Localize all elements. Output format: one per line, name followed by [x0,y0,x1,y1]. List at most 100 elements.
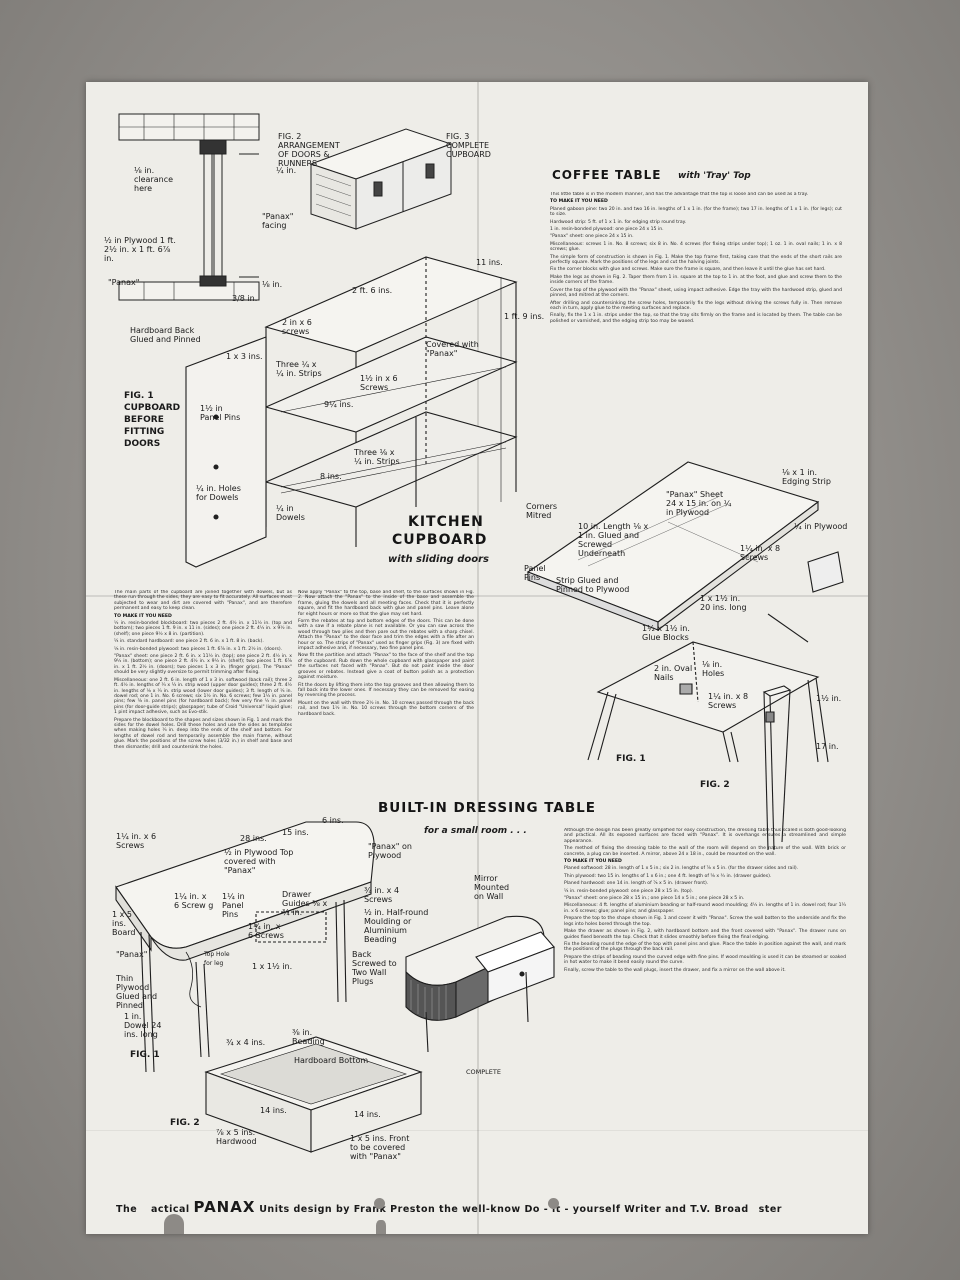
cupboard-subtitle: with sliding doors [388,554,489,565]
coffee-ply-label: ¼ in Plywood [794,522,848,531]
cupboard-text-col-1: The main parts of the cupboard are joine… [114,590,292,750]
cupboard-quarter-label: ¼ in. [276,166,297,175]
coffee-table-title: COFFEE TABLE [552,168,662,182]
cupboard-panel-pins-label: 1½ in Panel Pins [200,404,241,422]
dressing-panax-ply-label: "Panax" on Plywood [368,842,412,860]
cupboard-covered-label: Covered with "Panax" [426,340,479,358]
footer-rest-4: ster [758,1204,782,1215]
coffee-length-label: 10 in. Length ⅛ x 1 in. Glued and Screwe… [578,522,649,558]
fold-line-horizontal [86,595,868,597]
cupboard-three-eighths-label: 3/8 in. [232,294,258,303]
dressing-fig2-caption: FIG. 2 [170,1118,200,1128]
coffee-table-fig2-leg [746,682,806,852]
coffee-fig2-caption: FIG. 2 [700,780,730,790]
footer-rest-2: by Frank Preston the well-know [336,1204,521,1215]
footer-credit-line: The actical PANAX Units design by Frank … [116,1198,846,1216]
cupboard-dowels-label: ¼ in Dowels [276,504,305,522]
dressing-rail-label: 1 x 1½ in. [252,962,293,971]
dressing-panel-pins-label: 1¼ in Panel Pins [222,892,245,919]
cupboard-text-col-2: Now apply "Panax" to the top, base and s… [298,590,474,717]
dressing-table-fig2-drawer [196,1032,436,1172]
cupboard-depth-label: 11 ins. [476,258,503,267]
cupboard-panax-label: "Panax" [108,278,140,287]
cupboard-half-screws-label: 1½ in x 6 Screws [360,374,398,392]
dressing-back-screwed-label: Back Screwed to Two Wall Plugs [352,950,397,986]
dressing-top-label: ½ in Plywood Top covered with "Panax" [224,848,294,875]
instruction-sheet: FIG. 2 ARRANGEMENT OF DOORS & RUNNERS FI… [86,82,868,1234]
dressing-table-subtitle: for a small room . . . [424,826,527,836]
coffee-holes-label: ⅛ in. Holes [702,660,725,678]
coffee-screws-label: 1¼ in. x 8 Screws [740,544,781,562]
cupboard-eight-label: 8 ins. [320,472,342,481]
dressing-fourteen-a-label: 14 ins. [260,1106,287,1115]
cupboard-height-label: 1 ft. 9 ins. [504,312,545,321]
dressing-hardboard-bottom-label: Hardboard Bottom [294,1056,369,1065]
coffee-panax-sheet-label: "Panax" Sheet 24 x 15 in. on ¼ in Plywoo… [666,490,732,517]
footer-rest-1: Units design [259,1204,333,1215]
footer-rest-3: Do - it - yourself Writer and T.V. Broad [524,1204,749,1215]
dressing-three-four-label: ¾ x 4 ins. [226,1038,266,1047]
coffee-rail-label: 1 x 1½ in. 20 ins. long [700,594,747,612]
coffee-fig1-caption: FIG. 1 [616,754,646,764]
cupboard-length-label: 2 ft. 6 ins. [352,286,393,295]
cupboard-fig2-caption: FIG. 2 ARRANGEMENT OF DOORS & RUNNERS [278,132,340,168]
coffee-screws-2-label: 1¼ in. x 8 Screws [708,692,749,710]
coffee-glue-blocks-label: 1½ x 1½ in. Glue Blocks [642,624,690,642]
coffee-leg-length-label: 17 in. [816,742,839,751]
footer-brand: PANAX [193,1198,256,1216]
cupboard-rail-label: 1 x 3 ins. [226,352,263,361]
dressing-six-label: 6 ins. [322,816,344,825]
coffee-corners-label: Corners Mitred [526,502,558,520]
dressing-screws-4-label: ¾ in. x 4 Screws [364,886,400,904]
coffee-table-subtitle: with 'Tray' Top [678,171,751,181]
paper-tear-left [164,1214,184,1234]
dressing-half-round-label: ½ in. Half-round Moulding or Aluminium B… [364,908,429,944]
dressing-drawer-guides-label: Drawer Guides ⅝ x ¾ in. [282,890,328,917]
dressing-beading-label: ⅜ in. Beading [292,1028,325,1046]
coffee-edging-strip-label: ⅛ x 1 in. Edging Strip [782,468,831,486]
dressing-table-title: BUILT-IN DRESSING TABLE [378,800,596,816]
footer-lead: The [116,1204,138,1215]
dressing-screws-6b-label: 1¼ in. x 6 Screws [248,922,284,940]
dressing-table-complete-drawing [396,902,556,1062]
coffee-panel-pins-label: Panel Pins [524,564,546,582]
cupboard-plywood-label: ½ in Plywood 1 ft. 2½ in. x 1 ft. 6⅞ in. [104,236,176,263]
dressing-mirror-label: Mirror Mounted on Wall [474,874,510,901]
dressing-depth-label: 15 ins. [282,828,309,837]
coffee-strip-glued-label: Strip Glued and Pinned to Plywood [556,576,630,594]
cupboard-clearance-label: ⅛ in. clearance here [134,166,174,193]
cupboard-fig3-complete [306,124,456,234]
cupboard-fig1-frame [186,237,516,567]
dressing-table-text: Although the design has been greatly sim… [564,828,846,973]
paper-tear-center [376,1220,386,1234]
dressing-complete-label: COMPLETE [466,1068,501,1076]
dressing-fourteen-b-label: 14 ins. [354,1110,381,1119]
cupboard-holes-label: ¼ in. Holes for Dowels [196,484,241,502]
dressing-thin-ply-label: Thin Plywood Glued and Pinned [116,974,158,1010]
cupboard-fig2-door-runners [114,112,264,302]
cupboard-strips-label-2: Three ⅛ x ¼ in. Strips [354,448,400,466]
dressing-top-hole-label: Top Hole for leg [204,951,230,967]
punch-hole-left [374,1198,385,1209]
dressing-front-label: 1 x 5 ins. Front to be covered with "Pan… [350,1134,410,1161]
fold-line-vertical [477,82,479,1234]
fold-line-horizontal-lower [86,1130,868,1131]
cupboard-title-line-1: KITCHEN [408,514,484,530]
dressing-dowel-label: 1 in. Dowel 24 ins. long [124,1012,162,1039]
coffee-oval-nails-label: 2 in. Oval Nails [654,664,693,682]
cupboard-strips-label: Three ¼ x ¼ in. Strips [276,360,322,378]
dressing-board-label: 1 x 5 ins. Board [112,910,136,937]
dressing-width-label: 28 ins. [240,834,267,843]
coffee-table-drawing [518,442,848,762]
cupboard-hardboard-back-label: Hardboard Back Glued and Pinned [130,326,201,344]
dressing-fig1-caption: FIG. 1 [130,1050,160,1060]
coffee-table-text: This little table is in the modern manne… [550,192,842,324]
cupboard-fig1-caption: FIG. 1 CUPBOARD BEFORE FITTING DOORS [124,391,181,449]
dressing-panax-label: "Panax" [116,950,148,959]
coffee-taper-label: 1½ in. [816,694,842,703]
cupboard-panax-facing-label: "Panax" facing [262,212,294,230]
punch-hole-right [548,1198,559,1209]
dressing-screw-g-label: 1¼ in. x 6 Screw g [174,892,214,910]
cupboard-screws-label: 2 in x 6 screws [282,318,312,336]
cupboard-shelf-label: 9¼ ins. [324,400,354,409]
